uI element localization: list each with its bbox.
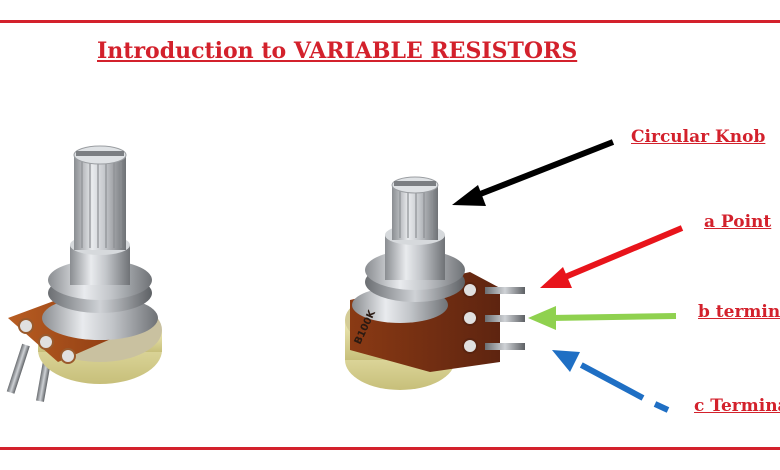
terminal-pins bbox=[485, 287, 525, 350]
bottom-rule bbox=[0, 447, 780, 450]
arrow-b-terminal bbox=[528, 306, 677, 330]
label-b-terminal: b termina bbox=[698, 302, 780, 322]
top-rule bbox=[0, 20, 780, 23]
arrow-c-terminal bbox=[552, 350, 670, 413]
label-c-terminal: c Termina bbox=[694, 396, 780, 416]
page-title: Introduction to VARIABLE RESISTORS bbox=[97, 38, 578, 64]
label-circular-knob: Circular Knob bbox=[631, 127, 766, 147]
label-a-point: a Point bbox=[704, 212, 772, 232]
arrow-a-point bbox=[540, 225, 684, 288]
arrow-circular-knob bbox=[452, 139, 615, 206]
potentiometer-photo-left bbox=[6, 145, 162, 402]
potentiometer-photo-right: B100K bbox=[345, 176, 525, 390]
